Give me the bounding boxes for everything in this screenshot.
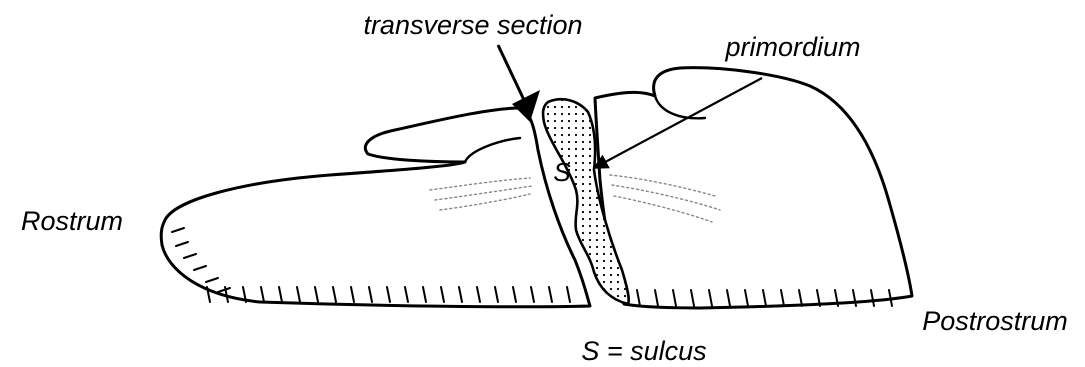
rostrum-lobe: [161, 108, 590, 307]
label-sulcus-legend: S = sulcus: [581, 336, 706, 366]
label-transverse-section: transverse section: [363, 10, 582, 40]
label-primordium: primordium: [724, 32, 860, 62]
label-postrostrum: Postrostrum: [922, 306, 1068, 336]
label-rostrum: Rostrum: [21, 206, 123, 236]
postrostrum-lobe: [595, 68, 912, 308]
label-sulcus-marker: S: [553, 157, 571, 187]
